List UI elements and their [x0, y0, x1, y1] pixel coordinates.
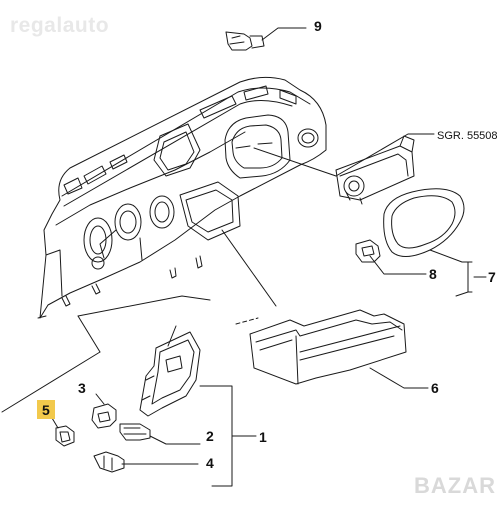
callout-9: 9 [314, 18, 322, 34]
clip-part-5 [55, 425, 75, 447]
display-module [335, 135, 415, 205]
rivet-part-8 [355, 239, 381, 263]
leader-lines [1, 27, 487, 487]
callout-2: 2 [206, 428, 214, 444]
callout-8: 8 [429, 266, 437, 282]
callout-1: 1 [259, 429, 267, 445]
callout-4: 4 [206, 455, 214, 471]
clip-part-3 [91, 403, 117, 429]
pocket-tray-part-6 [249, 309, 407, 385]
callout-3: 3 [78, 380, 86, 396]
clip-part-2 [119, 423, 151, 441]
dashboard-assembly [37, 76, 327, 319]
callout-6: 6 [431, 380, 439, 396]
side-bracket-part [139, 331, 201, 417]
vent-housing-part-7 [383, 188, 465, 257]
callout-5-highlighted: 5 [37, 400, 55, 419]
screw-part-9 [225, 31, 265, 51]
reference-label: SGR. 55508 [437, 130, 498, 142]
watermark-logo: regalauto [10, 14, 110, 37]
callout-7: 7 [488, 269, 496, 285]
bolt-part-4 [93, 451, 125, 473]
bazar-watermark: BAZAR [414, 473, 496, 498]
